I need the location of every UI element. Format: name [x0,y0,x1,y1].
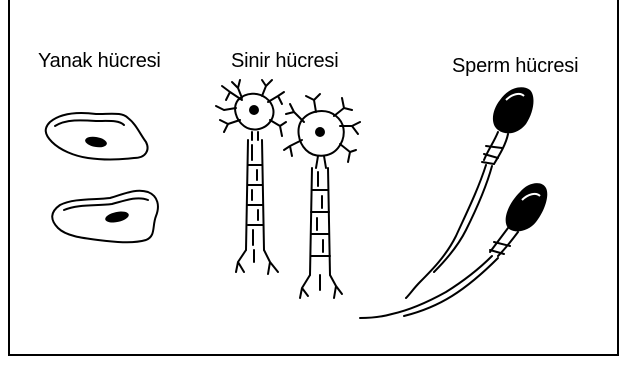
nerve-cell-left [216,80,286,274]
cheek-cell-nucleus [104,210,130,225]
nerve-nucleus [249,105,259,115]
nerve-nucleus [315,127,325,137]
sperm-cell-upper [406,87,533,298]
nerve-cell-right [284,94,360,298]
cheek-cell-nucleus [84,135,107,149]
cheek-cell-bottom [52,191,158,243]
cheek-cell-top [46,113,148,160]
